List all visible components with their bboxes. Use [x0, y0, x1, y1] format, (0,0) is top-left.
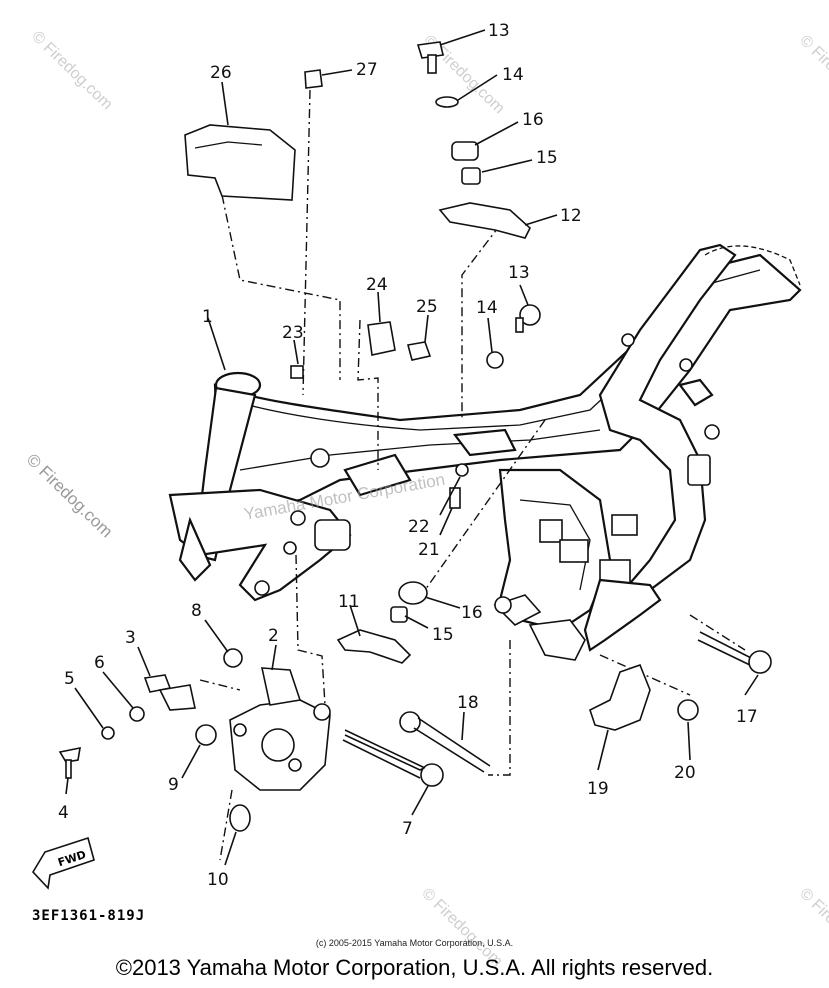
diagram-code: 3EF1361-819J: [32, 908, 146, 924]
callout-21: 21: [418, 540, 440, 560]
callout-7: 7: [402, 819, 413, 839]
callout-24: 24: [366, 275, 388, 295]
copyright-notice: ©2013 Yamaha Motor Corporation, U.S.A. A…: [115, 955, 714, 980]
callout-11: 11: [338, 592, 360, 612]
forward-direction-arrow: FWD: [32, 836, 95, 890]
callout-1: 1: [202, 307, 213, 327]
callout-22: 22: [408, 517, 430, 537]
callout-8: 8: [191, 601, 202, 621]
callout-16-top: 16: [522, 110, 544, 130]
callout-14-mid: 14: [476, 298, 498, 318]
callout-20: 20: [674, 763, 696, 783]
assembly-leader-lines: [199, 89, 746, 861]
callout-26: 26: [210, 63, 232, 83]
callout-4: 4: [58, 803, 69, 823]
motorcycle-frame: [168, 243, 802, 661]
callout-23: 23: [282, 323, 304, 343]
small-copyright: (c) 2005-2015 Yamaha Motor Corporation, …: [315, 938, 514, 948]
exploded-parts: [58, 41, 772, 832]
callout-17: 17: [736, 707, 758, 727]
callout-19: 19: [587, 779, 609, 799]
callout-15-top: 15: [536, 148, 558, 168]
callout-6: 6: [94, 653, 105, 673]
callout-2: 2: [268, 626, 279, 646]
callout-16-low: 16: [461, 603, 483, 623]
callout-10: 10: [207, 870, 229, 890]
callout-15-low: 15: [432, 625, 454, 645]
callout-13-mid: 13: [508, 263, 530, 283]
callout-27: 27: [356, 60, 378, 80]
callout-25: 25: [416, 297, 438, 317]
callout-leaders: [65, 29, 759, 866]
callout-18: 18: [457, 693, 479, 713]
callout-14-top: 14: [502, 65, 524, 85]
callout-13-top: 13: [488, 21, 510, 41]
callout-3: 3: [125, 628, 136, 648]
callout-9: 9: [168, 775, 179, 795]
callout-numbers: 1 2 3 4 5 6 7 8 9 10 11 12 13 13 14 14 1…: [58, 21, 758, 890]
callout-5: 5: [64, 669, 75, 689]
callout-12: 12: [560, 206, 582, 226]
